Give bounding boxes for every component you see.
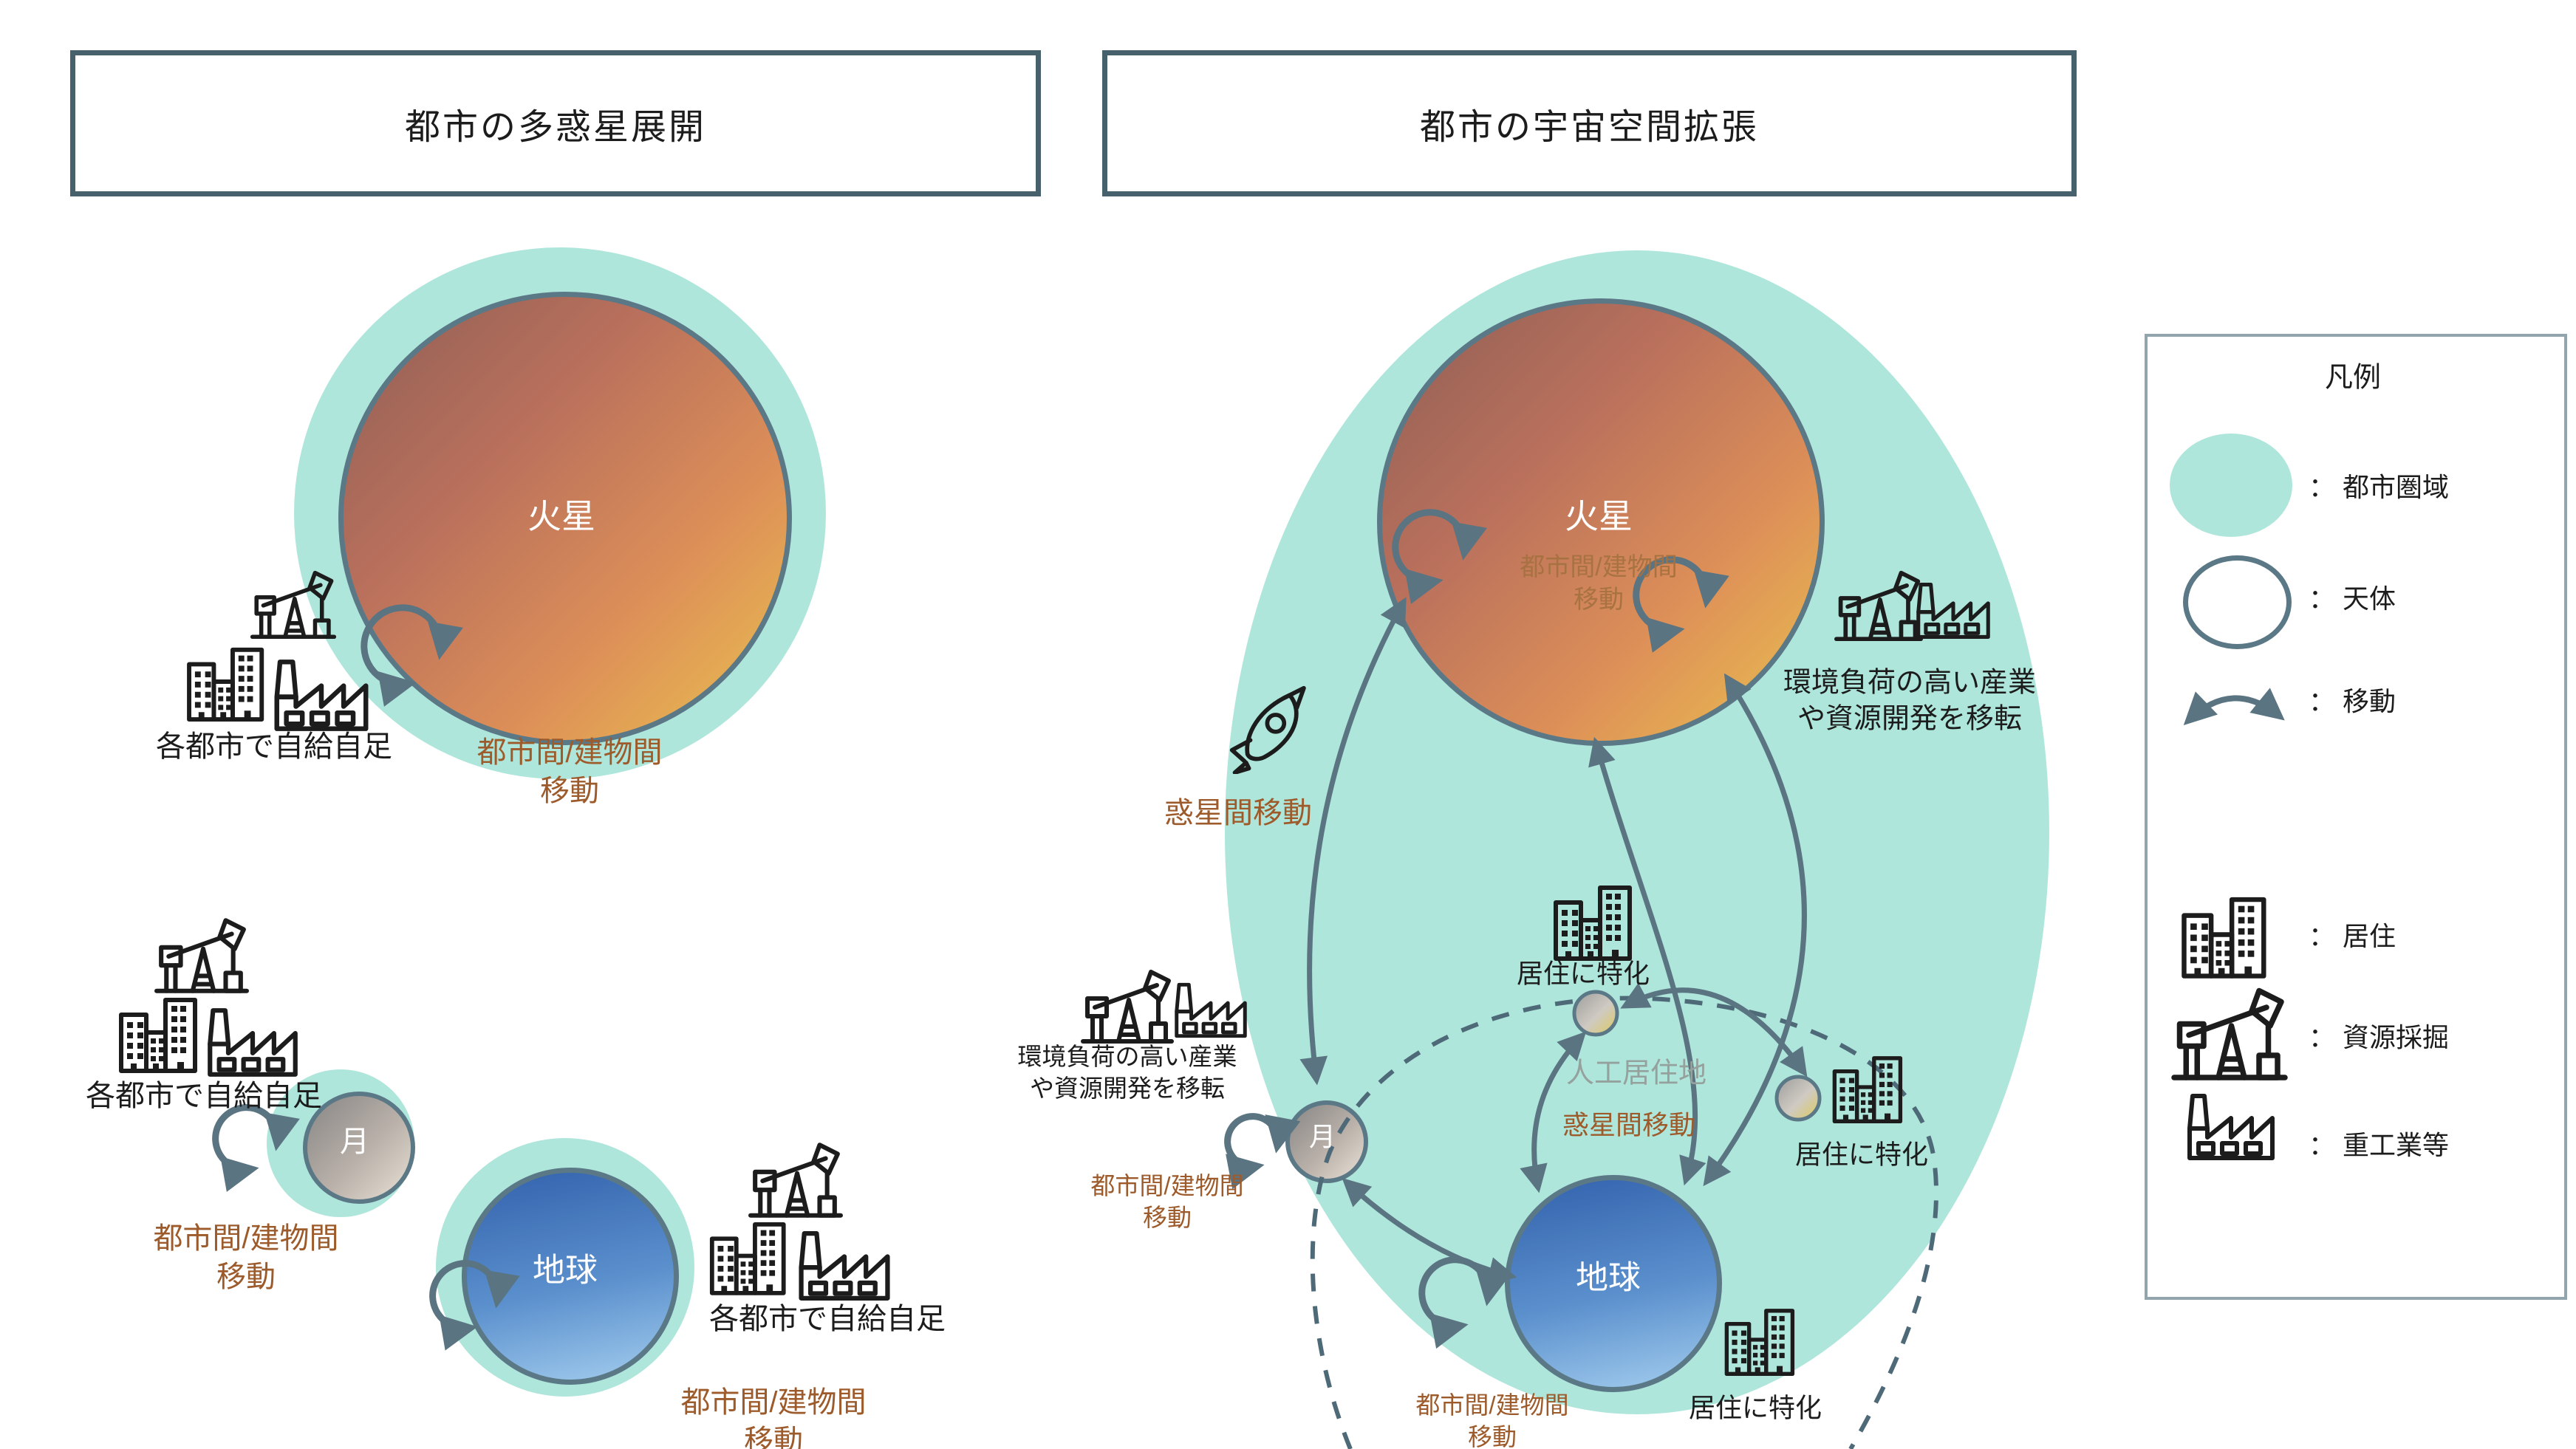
earth-label-right: 地球 [1576,1259,1641,1296]
residence-icon [189,650,262,719]
intercity-move-label: 都市間/建物間 移動 [1520,551,1677,616]
intercity-move-label: 都市間/建物間 移動 [1415,1390,1568,1449]
legend-item-resource-mining: ： 資源採掘 [2309,1022,2450,1052]
intercity-move-line1: 都市間/建物間 [476,736,663,769]
celestial-body-icon [2183,555,2292,649]
relocate-industry-line2: や資源開発を移転 [1797,704,2023,735]
intercity-move-line2: 移動 [540,775,599,807]
heavy-industry-icon [1177,984,1246,1035]
mars-label-right: 火星 [1565,497,1633,536]
intercity-move-label: 都市間/建物間 移動 [680,1383,866,1449]
residence-focus-label: 居住に特化 [1688,1392,1822,1423]
relocate-industry-label: 環境負荷の高い産業 や資源開発を移転 [1018,1041,1237,1105]
intercity-move-line1: 都市間/建物間 [1415,1391,1569,1419]
self-sufficiency-label: 各都市で自給自足 [86,1080,322,1112]
intercity-move-line2: 移動 [1467,1423,1517,1449]
intercity-move-line2: 移動 [1142,1204,1192,1231]
intercity-move-line2: 移動 [1573,586,1624,614]
legend-item-celestial-body: ： 天体 [2309,583,2396,614]
moon-left [303,1092,415,1204]
intercity-move-line1: 都市間/建物間 [153,1222,339,1255]
intercity-move-line1: 都市間/建物間 [680,1386,867,1419]
residence-focus-label: 居住に特化 [1794,1139,1929,1170]
heavy-industry-icon [210,1010,295,1075]
residence-icon [121,1000,195,1071]
legend-item-residence: ： 居住 [2309,921,2396,951]
heavy-industry-icon [802,1233,888,1298]
urban-area-icon [2170,434,2292,537]
relocate-industry-line1: 環境負荷の高い産業 [1783,667,2037,699]
intercity-move-label: 都市間/建物間 移動 [476,733,662,810]
intercity-move-line1: 都市間/建物間 [1090,1172,1244,1200]
artificial-habitat-label: 人工居住地 [1565,1058,1707,1089]
right-panel-title-box: 都市の宇宙空間拡張 [1102,50,2077,196]
moon-label-right: 月 [1308,1121,1336,1152]
intercity-move-label: 都市間/建物間 移動 [153,1219,338,1296]
relocate-industry-line2: や資源開発を移転 [1030,1075,1225,1102]
right-panel-title: 都市の宇宙空間拡張 [1419,108,1759,147]
intercity-move-line2: 移動 [744,1425,803,1449]
left-panel-title: 都市の多惑星展開 [404,108,706,147]
legend-item-heavy-industry: ： 重工業等 [2309,1130,2450,1160]
legend-title: 凡例 [2324,362,2382,394]
legend-item-urban-area: ： 都市圏域 [2309,472,2450,502]
intercity-move-line1: 都市間/建物間 [1520,552,1678,581]
self-sufficiency-label: 各都市で自給自足 [709,1303,946,1335]
residence-icon [712,1224,784,1293]
self-sufficiency-label: 各都市で自給自足 [156,730,392,763]
intercity-move-label: 都市間/建物間 移動 [1090,1171,1243,1234]
legend-item-movement: ： 移動 [2309,686,2396,716]
relocate-industry-line1: 環境負荷の高い産業 [1017,1043,1237,1071]
left-panel-title-box: 都市の多惑星展開 [70,50,1041,196]
resource-mining-icon [1083,972,1172,1041]
residence-focus-label: 居住に特化 [1516,958,1650,989]
interplanetary-move-label: 惑星間移動 [1562,1109,1696,1140]
intercity-move-line2: 移動 [216,1261,276,1293]
moon-label-left: 月 [340,1126,369,1158]
resource-mining-icon [157,920,247,990]
relocate-industry-label: 環境負荷の高い産業 や資源開発を移転 [1783,665,2036,739]
earth-label-left: 地球 [533,1252,598,1289]
resource-mining-icon [751,1145,841,1215]
loop-arrow-moon-right [1224,1113,1301,1190]
mars-label-left: 火星 [527,497,595,536]
interplanetary-move-label: 惑星間移動 [1164,797,1312,829]
